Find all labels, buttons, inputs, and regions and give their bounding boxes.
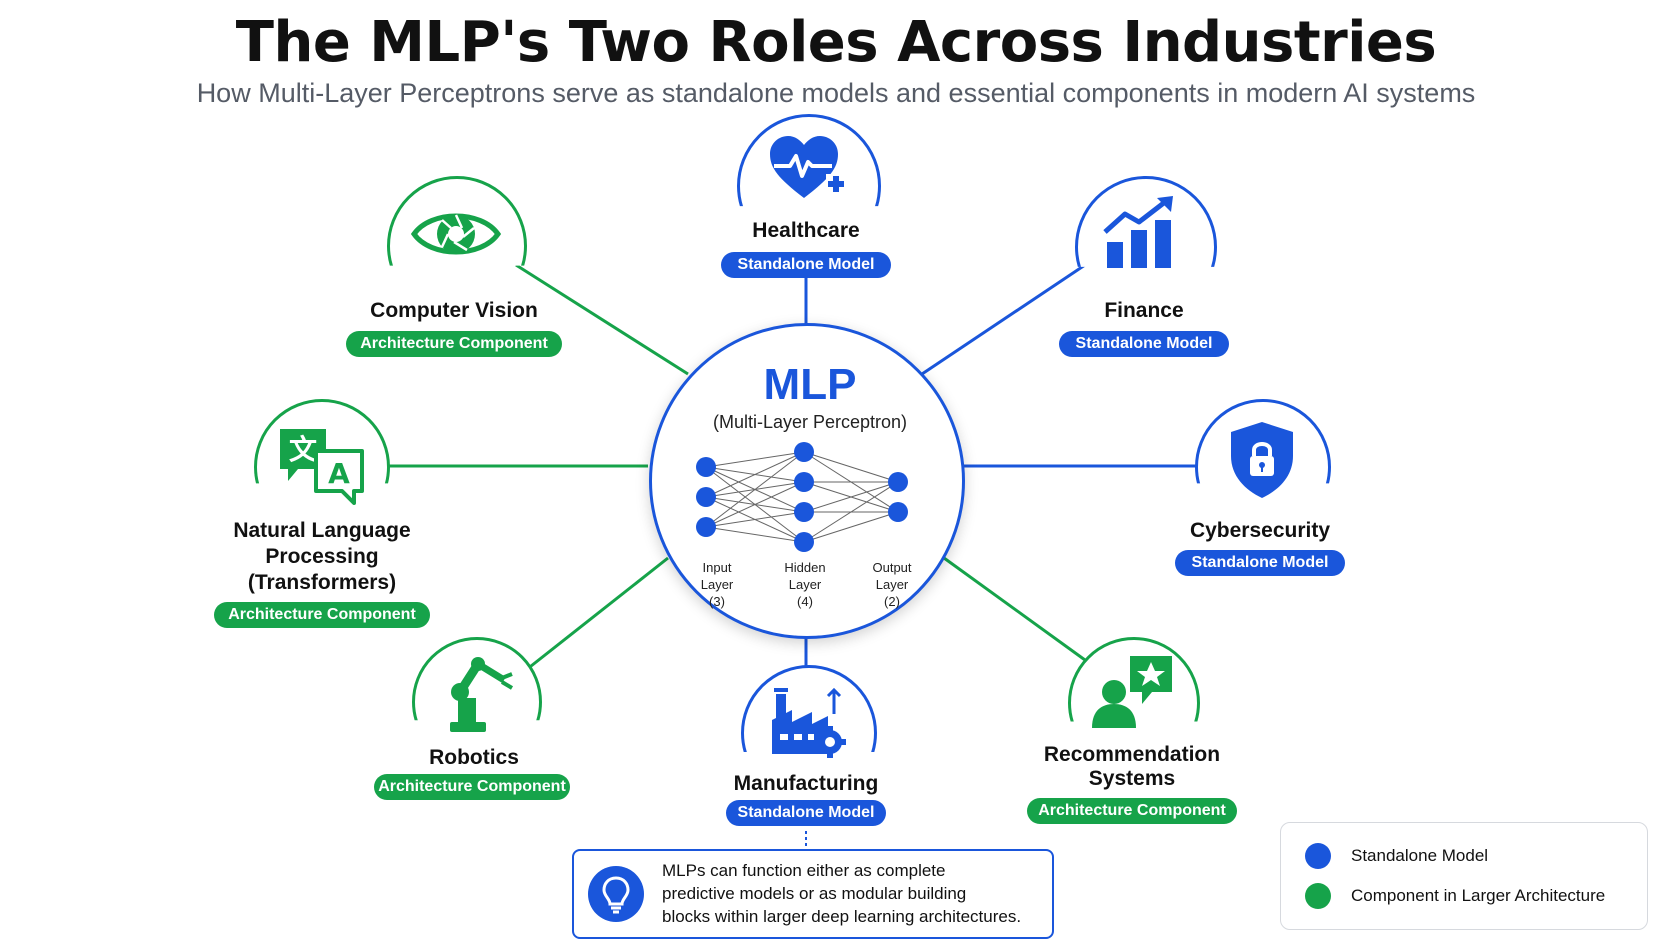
legend-standalone-label: Standalone Model <box>1351 846 1489 865</box>
node-nlp-label-3: (Transformers) <box>247 571 397 594</box>
legend-component-label: Component in Larger Architecture <box>1351 886 1606 905</box>
node-computer-vision-label: Computer Vision <box>370 299 538 322</box>
node-healthcare-label: Healthcare <box>752 219 860 242</box>
output-neuron <box>888 502 908 522</box>
legend-standalone-dot <box>1305 843 1331 869</box>
page-title: The MLP's Two Roles Across Industries <box>235 10 1437 75</box>
neural-network-diagram <box>696 442 908 552</box>
node-cybersecurity-label: Cybersecurity <box>1189 519 1331 542</box>
connector-recommendation <box>943 556 1086 662</box>
nn-edge <box>803 481 899 543</box>
user-star-icon <box>1092 656 1172 728</box>
input-neuron <box>696 517 716 537</box>
hidden-neuron <box>794 442 814 462</box>
legend-component-dot <box>1305 883 1331 909</box>
node-computer-vision-badge: Architecture Component <box>346 331 562 357</box>
mlp-center-node: MLP (Multi-Layer Perceptron) Input Layer… <box>649 323 965 639</box>
svg-text:文: 文 <box>289 433 317 466</box>
hidden-neuron <box>794 502 814 522</box>
node-nlp-label-2: Processing <box>265 545 379 568</box>
nn-edge <box>705 451 805 528</box>
translate-icon: 文 A <box>280 429 364 505</box>
nn-edge <box>803 511 899 543</box>
node-recommendation-label-1: Recommendation <box>1043 743 1221 766</box>
nn-edge <box>705 511 805 528</box>
info-callout: MLPs can function either as complete pre… <box>572 849 1054 939</box>
growth-chart-icon <box>1103 196 1173 268</box>
robot-arm-icon <box>450 657 514 732</box>
node-finance-label: Finance <box>1104 299 1184 322</box>
input-neuron <box>696 457 716 477</box>
nn-edge <box>803 451 899 483</box>
node-manufacturing-label: Manufacturing <box>733 772 879 795</box>
connector-finance <box>921 263 1086 376</box>
nn-edge <box>705 451 805 468</box>
nn-edge <box>705 481 805 528</box>
legend: Standalone Model Component in Larger Arc… <box>1280 822 1648 930</box>
hidden-layer-label: Hidden Layer (4) <box>784 560 826 609</box>
node-manufacturing-badge: Standalone Model <box>726 800 886 826</box>
lightbulb-icon <box>588 866 644 922</box>
callout-text: MLPs can function either as complete pre… <box>662 861 1022 926</box>
connector-robotics <box>525 556 669 672</box>
node-nlp-label-1: Natural Language <box>233 519 411 542</box>
node-cybersecurity-badge: Standalone Model <box>1175 550 1345 576</box>
node-recommendation-label-2: Systems <box>1088 767 1176 790</box>
node-nlp-badge: Architecture Component <box>214 602 430 628</box>
nn-edge <box>705 526 805 543</box>
hidden-neuron <box>794 472 814 492</box>
shield-lock-icon <box>1231 422 1293 498</box>
factory-gear-icon <box>772 687 846 758</box>
page-subtitle: How Multi-Layer Perceptrons serve as sta… <box>196 78 1476 108</box>
svg-text:A: A <box>328 457 350 490</box>
node-robotics-label: Robotics <box>429 746 519 769</box>
nn-edge <box>803 481 899 513</box>
hidden-neuron <box>794 532 814 552</box>
node-healthcare-badge: Standalone Model <box>721 252 891 278</box>
input-neuron <box>696 487 716 507</box>
mlp-subtitle: (Multi-Layer Perceptron) <box>712 412 908 432</box>
output-neuron <box>888 472 908 492</box>
nn-edge <box>705 451 805 498</box>
node-recommendation-badge: Architecture Component <box>1027 798 1237 824</box>
input-layer-label: Input Layer (3) <box>700 560 734 609</box>
eye-aperture-icon <box>411 213 501 255</box>
heart-pulse-icon <box>770 136 846 198</box>
node-finance-badge: Standalone Model <box>1059 331 1229 357</box>
output-layer-label: Output Layer (2) <box>872 560 912 609</box>
connector-computer-vision <box>515 263 689 376</box>
mlp-title: MLP <box>763 360 857 409</box>
node-robotics-badge: Architecture Component <box>374 774 570 800</box>
